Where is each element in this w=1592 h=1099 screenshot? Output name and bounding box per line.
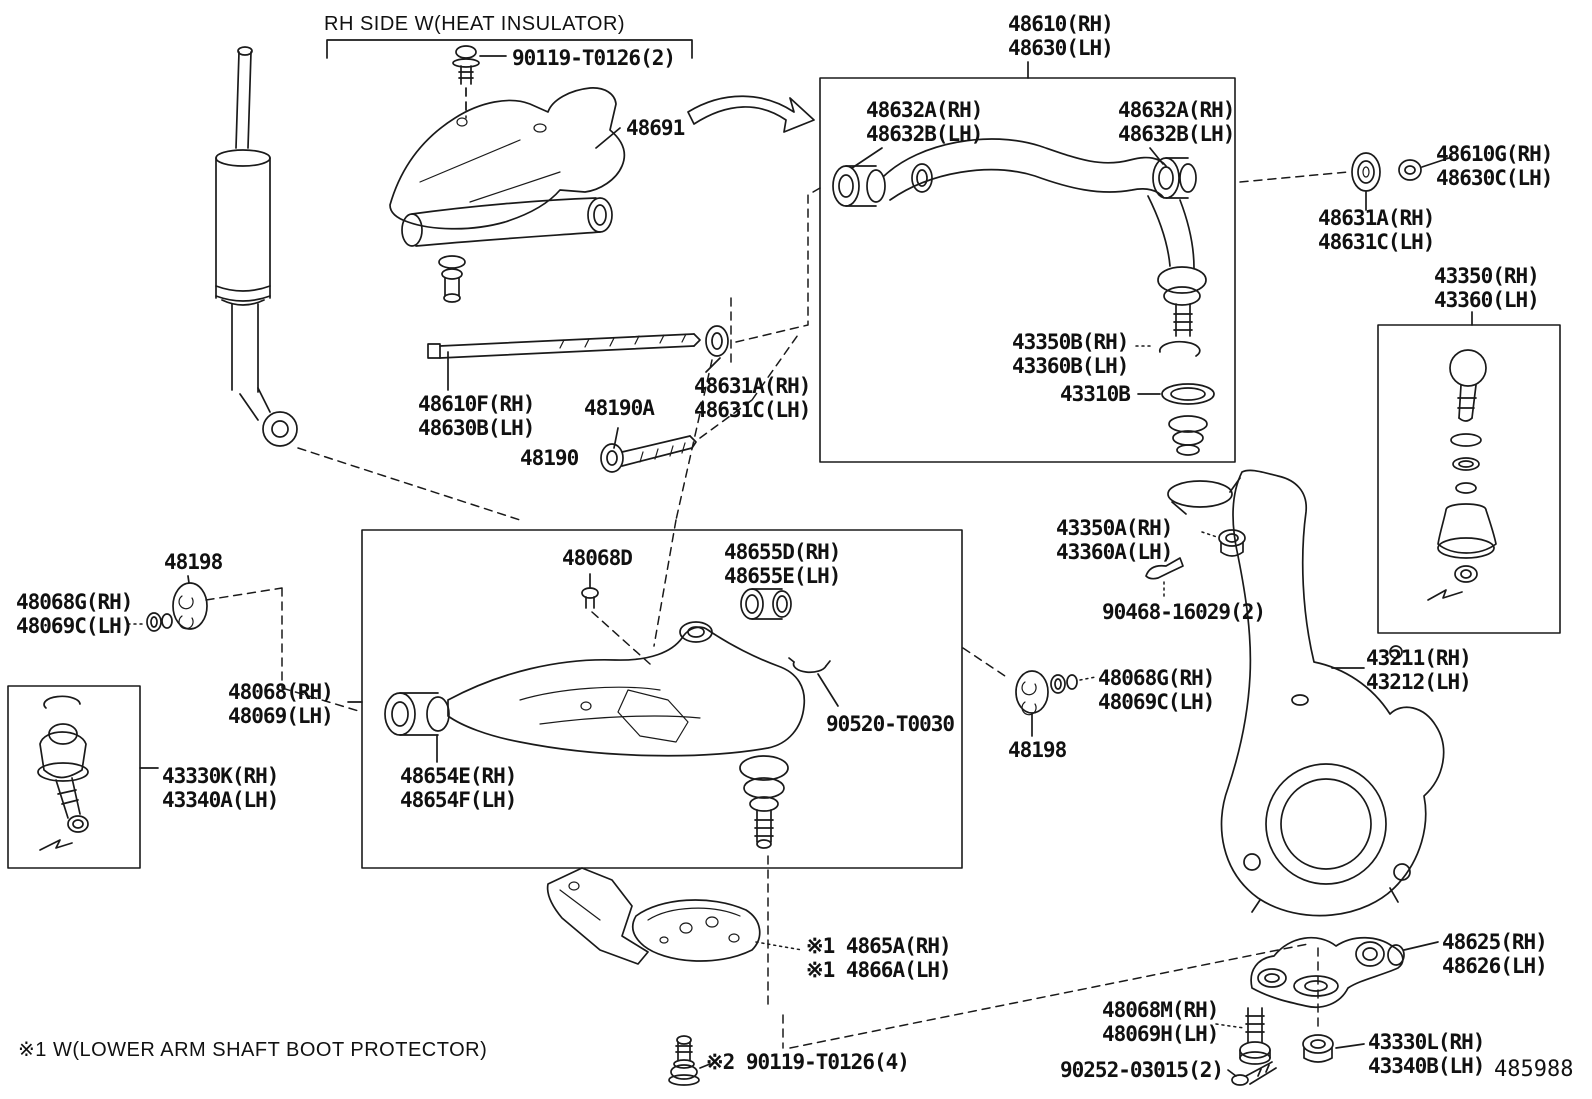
- part-label-48691: 48691: [626, 116, 685, 140]
- bolt-90119-bottom: [668, 1035, 711, 1086]
- figure-number: 485988: [1494, 1057, 1574, 1082]
- cam-plate-48198-right: [1015, 670, 1097, 737]
- inset-bracket: [326, 39, 693, 59]
- part-label-48198-right: 48198: [1008, 738, 1067, 762]
- part-label-48198-left: 48198: [164, 550, 223, 574]
- part-label-90252-03015-2: 90252-03015(2): [1060, 1058, 1224, 1082]
- upper-ball-joint-kit: [1427, 349, 1497, 601]
- nut-43350a: [1201, 529, 1246, 557]
- nut-48610g: [1398, 159, 1422, 181]
- bolt-90252: [1227, 1061, 1277, 1086]
- part-label-90468-16029-2: 90468-16029(2): [1102, 600, 1266, 624]
- bolt-48190: [600, 331, 801, 473]
- part-label-90119-t0126-4: ※2 90119-T0126(4): [706, 1050, 910, 1074]
- part-label-4865a-4866a: ※1 4865A(RH) ※1 4866A(LH): [806, 934, 952, 982]
- part-label-48068-48069: 48068(RH) 48069(LH): [228, 680, 334, 728]
- part-label-90520-t0030: 90520-T0030: [826, 712, 955, 736]
- part-label-48610f-48630b: 48610F(RH) 48630B(LH): [418, 392, 535, 440]
- ball-joint-box-left: [7, 685, 141, 869]
- clip-90468: [1145, 557, 1184, 599]
- part-label-48068d: 48068D: [562, 546, 633, 570]
- part-label-48632a-right: 48632A(RH) 48632B(LH): [1118, 98, 1235, 146]
- part-label-48654e-48654f: 48654E(RH) 48654F(LH): [400, 764, 517, 812]
- steering-knuckle: [1167, 469, 1445, 917]
- lower-control-arm: [384, 573, 839, 849]
- snap-ring-90520: [788, 657, 839, 707]
- part-label-90119-t0126-2: 90119-T0126(2): [512, 46, 676, 70]
- part-label-48655d-48655e: 48655D(RH) 48655E(LH): [724, 540, 841, 588]
- part-label-48631a-mid: 48631A(RH) 48631C(LH): [694, 374, 811, 422]
- camber-bolt-hardware-top-right: [1239, 152, 1453, 211]
- part-label-48631a-topright: 48631A(RH) 48631C(LH): [1318, 206, 1435, 254]
- part-label-43350-43360: 43350(RH) 43360(LH): [1434, 264, 1540, 312]
- shock-absorber: [215, 46, 298, 447]
- part-label-48610-48630: 48610(RH) 48630(LH): [1008, 12, 1114, 60]
- part-label-48190: 48190: [520, 446, 579, 470]
- boot-protector: [546, 867, 803, 965]
- inset-title: RH SIDE W(HEAT INSULATOR): [324, 13, 626, 35]
- part-label-43330l-43340b: 43330L(RH) 43340B(LH): [1368, 1030, 1485, 1078]
- ball-joint-43330k: [37, 695, 89, 851]
- part-label-43350a-43360a: 43350A(RH) 43360A(LH): [1056, 516, 1173, 564]
- part-label-48068m-48069h: 48068M(RH) 48069H(LH): [1102, 998, 1219, 1046]
- plug-48068d: [581, 587, 651, 665]
- footnote: ※1 W(LOWER ARM SHAFT BOOT PROTECTOR): [18, 1039, 488, 1061]
- ring-43310b: [1161, 383, 1215, 405]
- lower-arm-box: [361, 529, 963, 869]
- bolt-48068m: [1215, 1007, 1271, 1065]
- part-label-43330k-43340a: 43330K(RH) 43340A(LH): [162, 764, 279, 812]
- bolt-90119-top: [452, 45, 507, 119]
- heat-insulator-48691: [389, 87, 626, 230]
- ball-joint-kit-box: [1377, 324, 1561, 634]
- part-label-48190a: 48190A: [584, 396, 655, 420]
- washer-nut-48068g-left: [127, 612, 173, 632]
- part-label-43310b: 43310B: [1060, 382, 1131, 406]
- nut-43330l: [1302, 1034, 1365, 1063]
- part-label-48632a-left: 48632A(RH) 48632B(LH): [866, 98, 983, 146]
- bolt-48610f: [427, 297, 732, 391]
- snap-ring-43350b: [1158, 340, 1201, 357]
- part-label-48610g-48630c: 48610G(RH) 48630C(LH): [1436, 142, 1553, 190]
- washer-48631a: [1351, 152, 1381, 192]
- lower-arm-no2-48625: [1250, 936, 1439, 1008]
- cam-plate-48198-left: [172, 575, 208, 630]
- bushing-48655d: [740, 588, 792, 620]
- washer-48631a-mid: [705, 325, 729, 357]
- heat-insulator-assembly: [389, 45, 626, 303]
- part-label-48625-48626: 48625(RH) 48626(LH): [1442, 930, 1548, 978]
- direction-arrow: [687, 95, 815, 133]
- part-label-48068g-right: 48068G(RH) 48069C(LH): [1098, 666, 1215, 714]
- upper-control-arm: [832, 138, 1215, 456]
- part-label-43350b-43360b: 43350B(RH) 43360B(LH): [1012, 330, 1129, 378]
- part-label-43211-43212: 43211(RH) 43212(LH): [1366, 646, 1472, 694]
- part-label-48068g-left: 48068G(RH) 48069C(LH): [16, 590, 133, 638]
- lower-ball-joint: [739, 755, 789, 849]
